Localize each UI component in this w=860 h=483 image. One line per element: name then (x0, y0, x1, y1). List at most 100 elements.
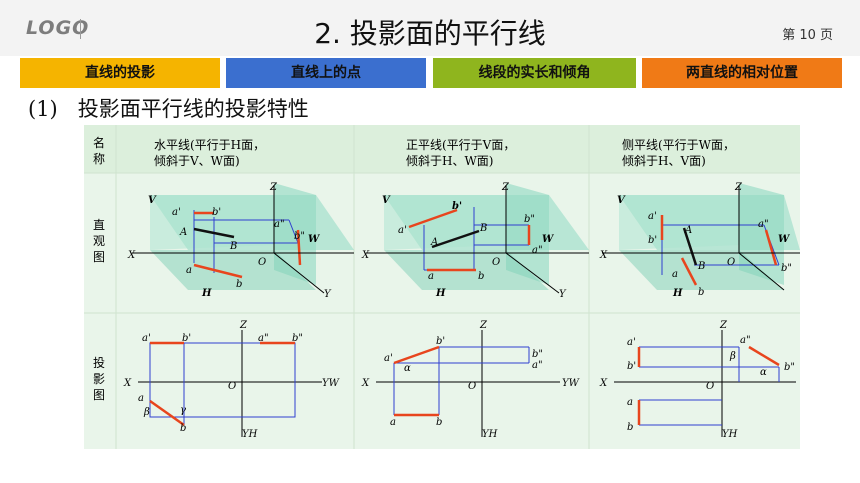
svg-text:a": a" (532, 360, 543, 371)
svg-text:b: b (698, 287, 704, 298)
svg-text:a": a" (532, 245, 543, 256)
svg-text:a: a (186, 265, 192, 276)
row-header-name-1: 名 (93, 135, 105, 150)
frontal-line-projection-labels: Z X YW YH O a' b' b" a" α a b (361, 320, 580, 440)
tab-point-on-line[interactable]: 直线上的点 (226, 58, 426, 88)
svg-text:a: a (390, 417, 396, 428)
svg-text:A: A (430, 237, 438, 248)
row-header-direct-1: 直 (93, 218, 105, 232)
svg-text:a: a (627, 397, 633, 408)
svg-text:b": b" (294, 231, 305, 242)
row-header-proj-3: 图 (93, 388, 105, 402)
svg-text:a: a (138, 393, 144, 404)
svg-text:H: H (672, 288, 683, 299)
tab-relative-position[interactable]: 两直线的相对位置 (642, 58, 842, 88)
svg-text:b": b" (781, 263, 792, 274)
svg-text:b: b (627, 422, 633, 433)
projection-table-figure: 名 称 直 观 图 投 影 图 水平线(平行于H面， 倾斜于V、W面) 正平线(… (84, 125, 800, 449)
svg-text:b: b (478, 271, 484, 282)
svg-text:β: β (729, 351, 736, 362)
svg-text:Y: Y (324, 289, 332, 300)
logo-separator (80, 19, 81, 39)
section-title: 投影面平行线的投影特性 (77, 97, 309, 121)
svg-text:a': a' (142, 333, 151, 344)
horizontal-line-projection-labels: Z X YW YH O a' b' a" b" a b β γ (123, 320, 340, 440)
svg-text:Z: Z (479, 320, 488, 331)
svg-text:Z: Z (719, 320, 728, 331)
svg-text:X: X (599, 250, 608, 261)
svg-text:a': a' (172, 207, 181, 218)
svg-text:O: O (228, 381, 236, 392)
svg-text:b: b (436, 417, 442, 428)
svg-text:γ: γ (180, 405, 186, 416)
svg-text:Z: Z (239, 320, 248, 331)
svg-text:W: W (542, 234, 555, 245)
svg-text:O: O (258, 257, 266, 268)
svg-text:a': a' (648, 211, 657, 222)
svg-text:b: b (236, 279, 242, 290)
profile-line-3d-labels: V Z X H W O A B a' b' a" b" a b (599, 182, 792, 299)
svg-text:b": b" (532, 349, 543, 360)
svg-text:α: α (760, 367, 767, 378)
horizontal-line-projection (138, 330, 322, 437)
svg-text:O: O (727, 257, 735, 268)
svg-text:YH: YH (482, 429, 498, 440)
svg-text:b": b" (784, 362, 795, 373)
table-grid (84, 125, 800, 449)
svg-text:B: B (229, 241, 237, 252)
svg-text:W: W (308, 234, 321, 245)
svg-text:a': a' (384, 353, 393, 364)
top-bar (0, 0, 860, 56)
horizontal-line-3d-view (132, 183, 354, 294)
tab-line-projection[interactable]: 直线的投影 (20, 58, 220, 88)
svg-text:A: A (179, 227, 187, 238)
svg-text:O: O (492, 257, 500, 268)
row-header-proj-2: 影 (93, 372, 105, 386)
svg-text:b': b' (182, 333, 191, 344)
svg-text:H: H (435, 288, 446, 299)
svg-text:b': b' (648, 235, 657, 246)
frontal-line-projection (376, 330, 560, 437)
svg-text:b': b' (436, 336, 445, 347)
svg-text:a': a' (398, 225, 407, 236)
svg-text:a: a (672, 269, 678, 280)
svg-text:W: W (778, 234, 791, 245)
svg-text:b': b' (212, 207, 221, 218)
profile-line-projection-labels: Z X YH O a' b' a" b" β α a b (599, 320, 795, 440)
slide-title: 2. 投影面的平行线 (314, 17, 546, 50)
svg-text:Y: Y (559, 289, 567, 300)
svg-text:YH: YH (242, 429, 258, 440)
svg-text:b': b' (627, 361, 636, 372)
svg-text:b': b' (452, 201, 462, 212)
row-header-name-2: 称 (93, 152, 105, 166)
svg-text:a": a" (258, 333, 269, 344)
svg-text:a": a" (758, 219, 769, 230)
svg-text:b": b" (524, 214, 535, 225)
svg-text:b": b" (292, 333, 303, 344)
page-number: 第 10 页 (782, 28, 833, 43)
svg-text:A: A (684, 225, 692, 236)
svg-text:O: O (468, 381, 476, 392)
table-header-row (84, 125, 800, 173)
svg-text:b: b (180, 423, 186, 434)
tab-true-length-angle[interactable]: 线段的实长和倾角 (433, 58, 636, 88)
profile-line-3d-view (602, 183, 800, 291)
svg-text:B: B (479, 223, 487, 234)
horizontal-line-3d-labels: V Z X Y H W O A B a' b' a" b" a b (127, 182, 332, 300)
col-header-horizontal-2: 倾斜于V、W面) (154, 154, 240, 168)
svg-text:V: V (617, 195, 626, 206)
profile-line-projection (614, 330, 796, 437)
svg-text:YW: YW (562, 378, 580, 389)
svg-text:V: V (148, 195, 157, 206)
row-header-direct-2: 观 (93, 234, 105, 248)
svg-text:a": a" (274, 219, 285, 230)
svg-text:a': a' (627, 337, 636, 348)
col-header-horizontal-1: 水平线(平行于H面， (154, 138, 265, 152)
row-header-proj-1: 投 (93, 355, 105, 370)
svg-text:H: H (201, 288, 212, 299)
col-header-frontal-1: 正平线(平行于V面， (406, 138, 515, 152)
row-header-direct-3: 图 (93, 250, 105, 264)
svg-text:Z: Z (269, 182, 278, 193)
svg-text:YH: YH (722, 429, 738, 440)
svg-text:X: X (361, 378, 370, 389)
